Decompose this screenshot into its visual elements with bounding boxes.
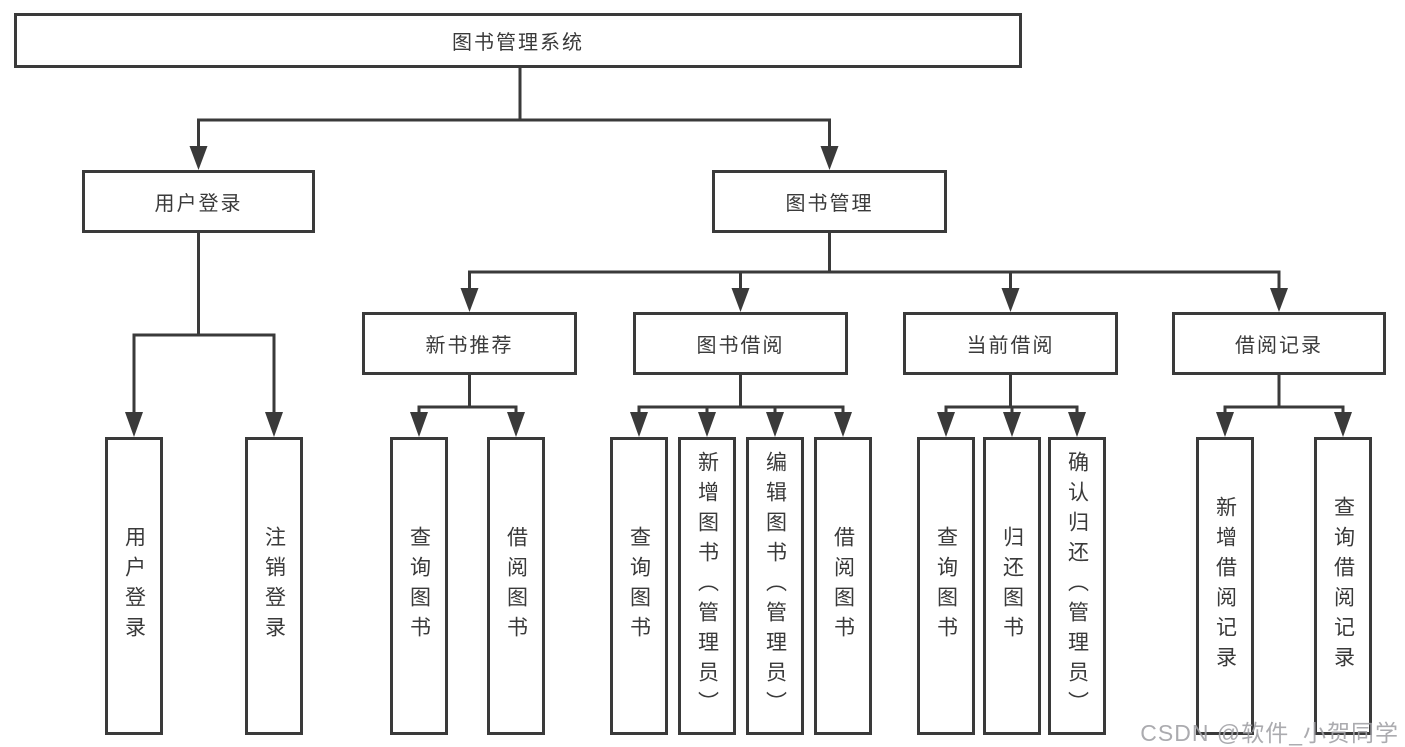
node-label: 查询图书	[627, 526, 651, 646]
leaf-query-books-borrowing: 查询图书	[610, 437, 668, 735]
leaf-logout: 注销登录	[245, 437, 303, 735]
node-label: 新增图书（管理员）	[695, 451, 719, 721]
leaf-borrow-books-borrowing: 借阅图书	[814, 437, 872, 735]
leaf-add-borrow-record: 新增借阅记录	[1196, 437, 1254, 735]
node-current-borrowing: 当前借阅	[903, 312, 1118, 375]
node-label: 注销登录	[262, 526, 286, 646]
node-label: 确认归还（管理员）	[1065, 451, 1089, 721]
node-book-management: 图书管理	[712, 170, 947, 233]
node-label: 新书推荐	[425, 335, 514, 357]
node-label: 编辑图书（管理员）	[763, 451, 787, 721]
node-label: 查询图书	[934, 526, 958, 646]
leaf-query-borrow-record: 查询借阅记录	[1314, 437, 1372, 735]
node-book-borrowing: 图书借阅	[633, 312, 848, 375]
node-new-book-recommend: 新书推荐	[362, 312, 577, 375]
node-label: 新增借阅记录	[1213, 496, 1237, 676]
node-label: 图书管理	[785, 193, 874, 215]
leaf-confirm-return-admin: 确认归还（管理员）	[1048, 437, 1106, 735]
node-label: 用户登录	[154, 193, 243, 215]
node-user-login: 用户登录	[82, 170, 315, 233]
node-label: 用户登录	[122, 526, 146, 646]
node-label: 借阅图书	[504, 526, 528, 646]
csdn-watermark: CSDN @软件_小贺同学	[1140, 720, 1399, 746]
node-label: 图书管理系统	[452, 32, 584, 54]
leaf-add-book-admin: 新增图书（管理员）	[678, 437, 736, 735]
node-label: 查询借阅记录	[1331, 496, 1355, 676]
node-label: 归还图书	[1000, 526, 1024, 646]
node-label: 借阅图书	[831, 526, 855, 646]
leaf-query-books-recommend: 查询图书	[390, 437, 448, 735]
leaf-user-login: 用户登录	[105, 437, 163, 735]
node-library-management-system: 图书管理系统	[14, 13, 1022, 68]
leaf-borrow-books-recommend: 借阅图书	[487, 437, 545, 735]
leaf-query-books-current: 查询图书	[917, 437, 975, 735]
leaf-return-book: 归还图书	[983, 437, 1041, 735]
node-label: 当前借阅	[966, 335, 1055, 357]
leaf-edit-book-admin: 编辑图书（管理员）	[746, 437, 804, 735]
node-label: 借阅记录	[1235, 335, 1323, 357]
node-label: 图书借阅	[696, 335, 785, 357]
node-label: 查询图书	[407, 526, 431, 646]
node-borrowing-records: 借阅记录	[1172, 312, 1386, 375]
